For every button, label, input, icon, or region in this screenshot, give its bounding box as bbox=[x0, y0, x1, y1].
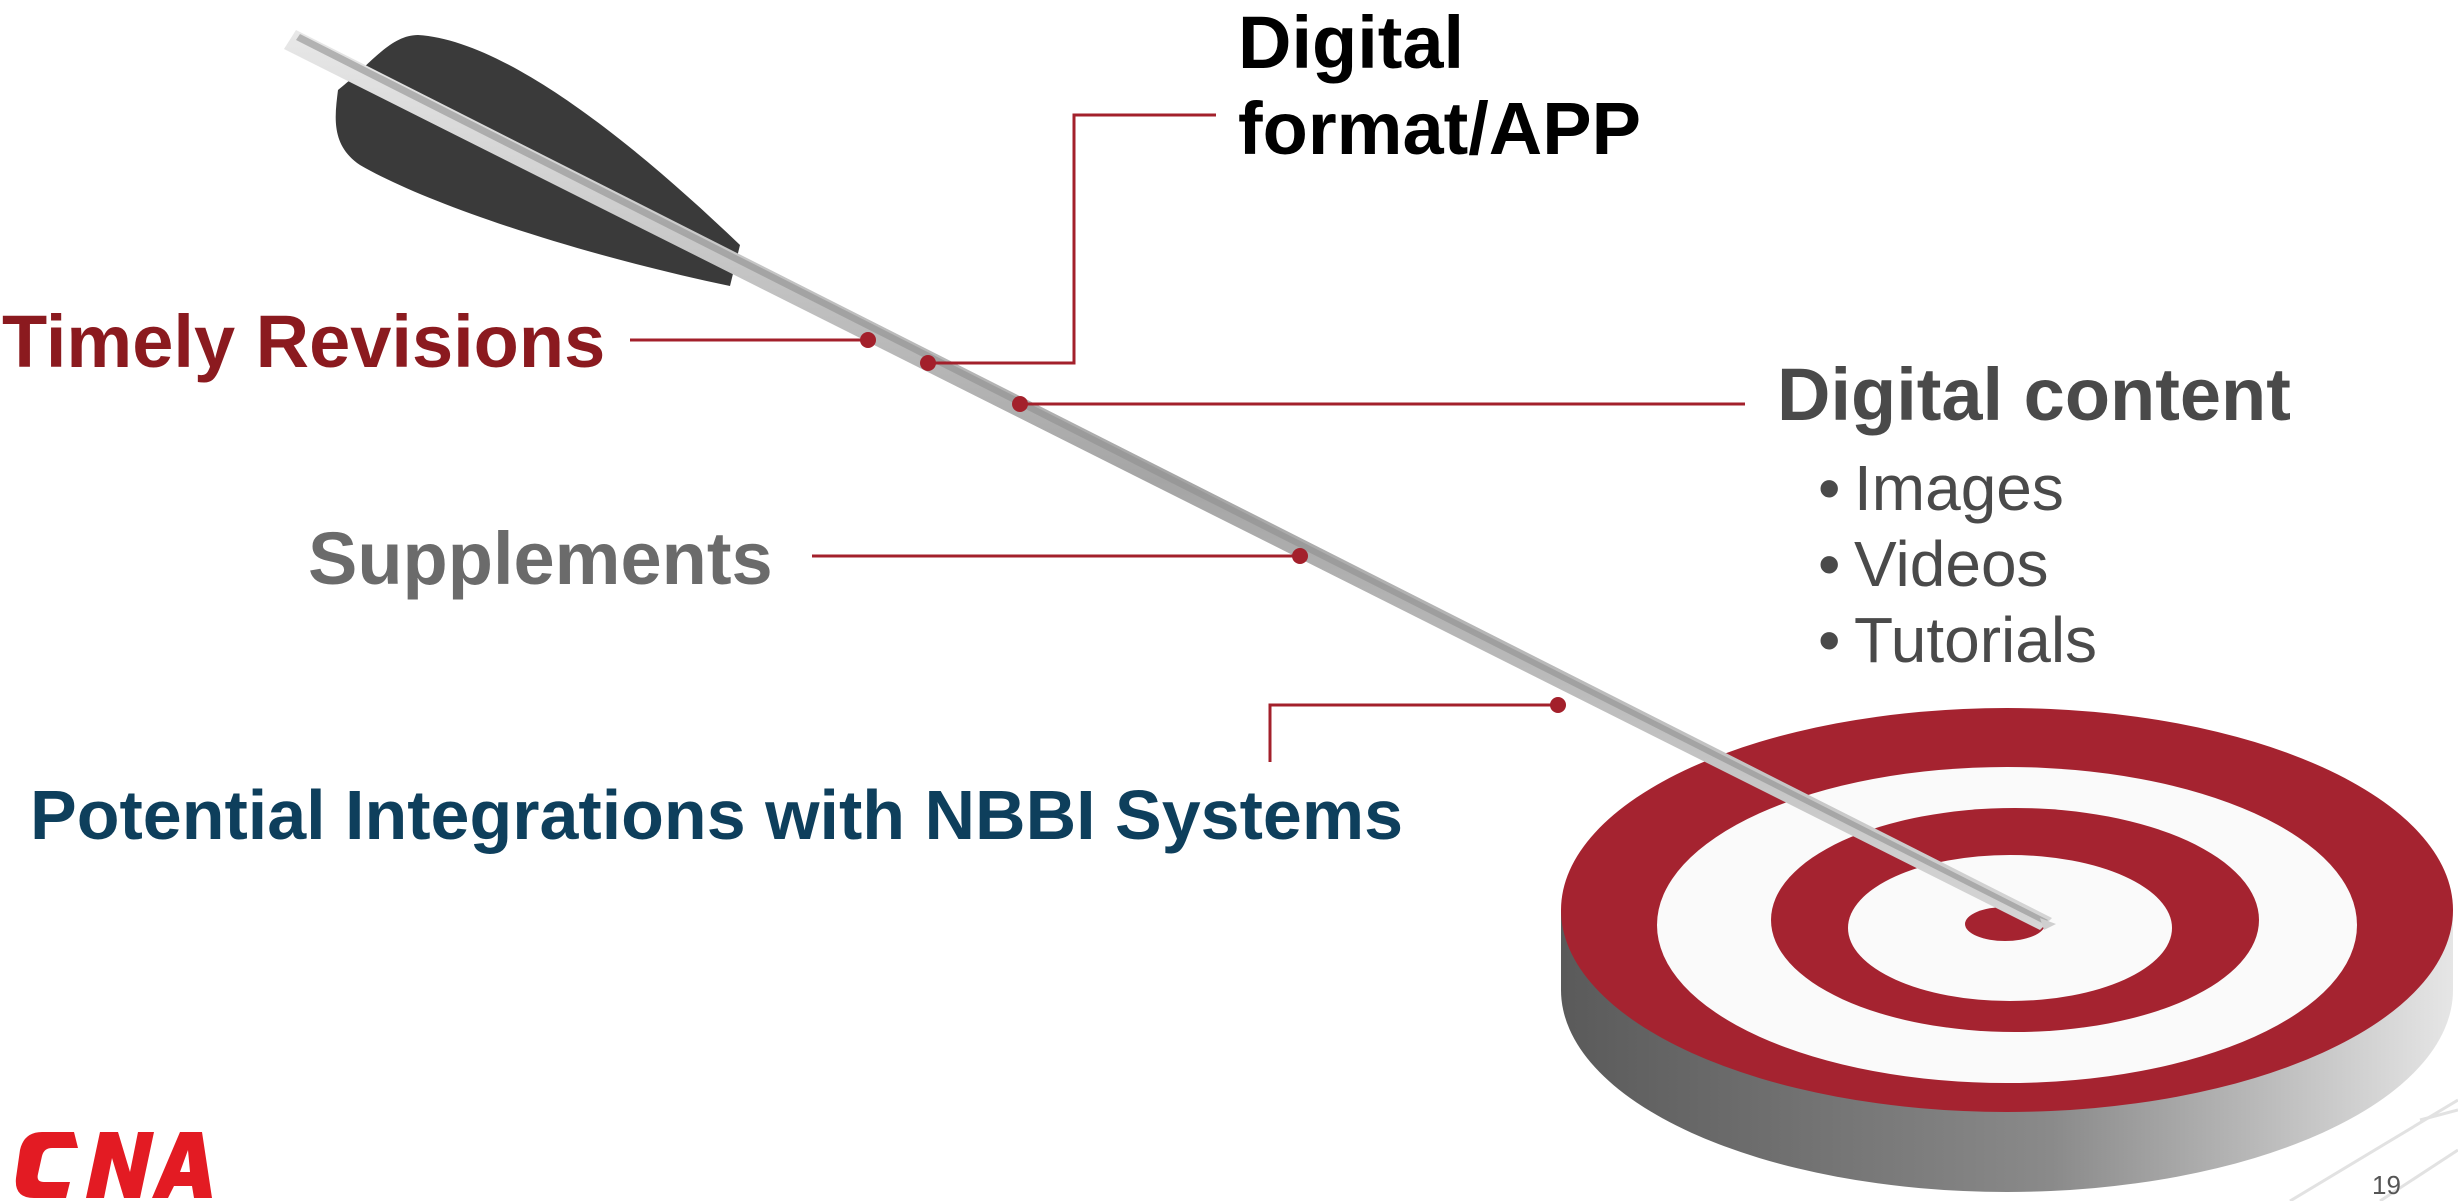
callout-dot-supplements bbox=[1292, 548, 1308, 564]
bullet-icon: • bbox=[1818, 452, 1841, 524]
callout-dots bbox=[860, 332, 1566, 713]
list-item: •Videos bbox=[1818, 526, 2097, 602]
bullet-icon: • bbox=[1818, 604, 1841, 676]
callout-dot-timely-revisions bbox=[860, 332, 876, 348]
page-number: 19 bbox=[2372, 1170, 2401, 1200]
callout-line-integrations bbox=[1268, 703, 1558, 762]
list-item: •Images bbox=[1818, 450, 2097, 526]
digital-content-label: Digital content bbox=[1777, 353, 2291, 436]
callout-dot-digital-content bbox=[1012, 396, 1028, 412]
supplements-label: Supplements bbox=[308, 517, 773, 600]
list-item-text: Videos bbox=[1854, 528, 2049, 600]
potential-integrations-label: Potential Integrations with NBBI Systems bbox=[30, 776, 1403, 854]
callout-line-digital-format bbox=[928, 113, 1216, 365]
timely-revisions-label: Timely Revisions bbox=[2, 300, 606, 383]
list-item-text: Tutorials bbox=[1854, 604, 2098, 676]
bullet-icon: • bbox=[1818, 528, 1841, 600]
arrow-tip bbox=[2040, 918, 2056, 930]
background-line-art bbox=[2289, 1098, 2458, 1201]
callout-dot-integrations bbox=[1550, 697, 1566, 713]
digital-format-label-line2: format/APP bbox=[1238, 87, 1641, 170]
callout-dot-digital-format bbox=[920, 355, 936, 371]
list-item-text: Images bbox=[1854, 452, 2064, 524]
arrow-icon bbox=[284, 30, 2056, 930]
digital-format-label: Digital format/APP bbox=[1238, 0, 1641, 172]
target-icon bbox=[1561, 708, 2453, 1192]
cna-logo bbox=[15, 1132, 212, 1198]
callout-lines bbox=[630, 113, 1745, 762]
digital-format-label-line1: Digital bbox=[1238, 1, 1465, 84]
digital-content-list: •Images •Videos •Tutorials bbox=[1818, 450, 2097, 678]
list-item: •Tutorials bbox=[1818, 602, 2097, 678]
